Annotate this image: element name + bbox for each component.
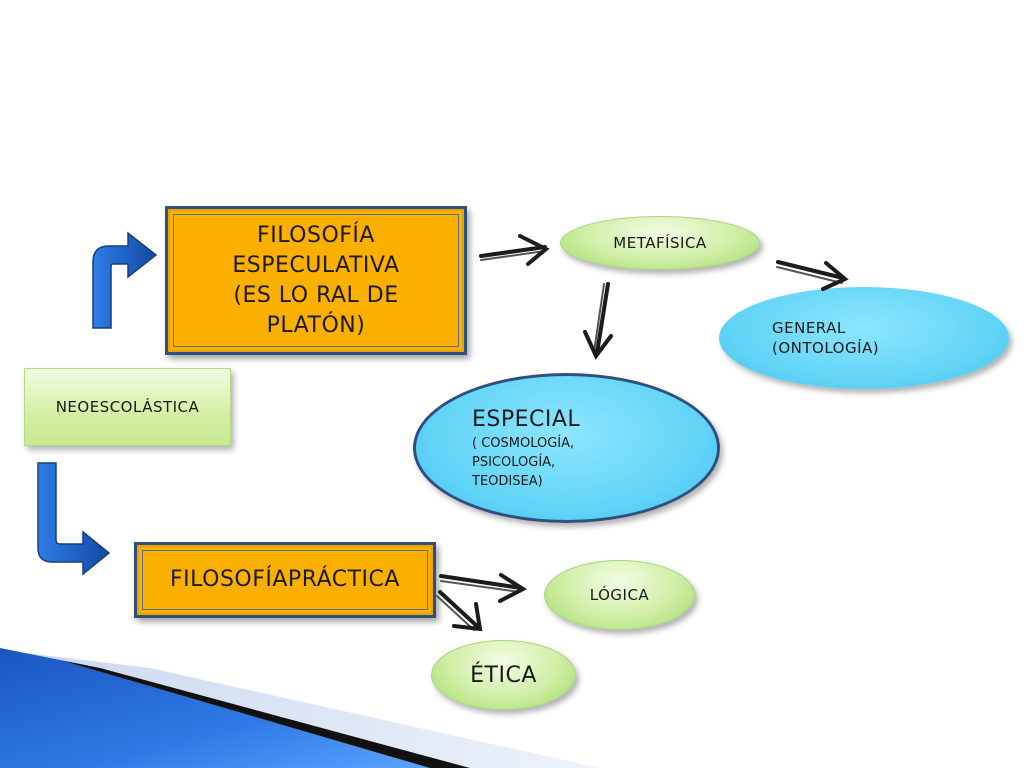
general-line-1: GENERAL — [772, 319, 846, 337]
logica-ellipse: LÓGICA — [544, 560, 695, 630]
especial-line-3: TEODISEA) — [472, 473, 543, 489]
especial-line-2: PSICOLOGÍA, — [472, 454, 556, 470]
arrow-especulativa-to-metafisica — [479, 234, 550, 266]
bent-arrow-up-right — [92, 231, 158, 329]
especial-line-1: ( COSMOLOGÍA, — [472, 435, 575, 451]
bent-arrow-down-right — [37, 462, 111, 576]
especulativa-line-4: PLATÓN) — [266, 312, 366, 338]
practica-label: FILOSOFÍAPRÁCTICA — [170, 567, 400, 592]
etica-ellipse: ÉTICA — [431, 640, 576, 710]
etica-label: ÉTICA — [470, 662, 537, 688]
general-line-2: (ONTOLOGÍA) — [772, 339, 880, 357]
filosofia-practica-box: FILOSOFÍAPRÁCTICA — [134, 542, 436, 618]
especulativa-line-3: (ES LO RAL DE — [233, 282, 399, 308]
general-ellipse: GENERAL (ONTOLOGÍA) — [719, 287, 1009, 389]
neoescolastica-node: NEOESCOLÁSTICA — [24, 368, 231, 446]
especulativa-line-2: ESPECULATIVA — [232, 252, 400, 278]
logica-label: LÓGICA — [589, 586, 650, 604]
especial-ellipse: ESPECIAL ( COSMOLOGÍA, PSICOLOGÍA, TEODI… — [413, 373, 720, 523]
arrow-metafisica-to-especial — [583, 282, 613, 360]
neoescolastica-label: NEOESCOLÁSTICA — [55, 398, 200, 416]
filosofia-especulativa-box: FILOSOFÍA ESPECULATIVA (ES LO RAL DE PLA… — [165, 206, 467, 355]
especulativa-line-1: FILOSOFÍA — [257, 222, 375, 248]
arrow-practica-to-logica — [439, 573, 527, 603]
especial-title: ESPECIAL — [472, 406, 581, 432]
metafisica-ellipse: METAFÍSICA — [560, 216, 760, 270]
metafisica-label: METAFÍSICA — [613, 234, 707, 252]
arrow-metafisica-to-general — [776, 260, 849, 291]
arrow-practica-to-etica — [436, 590, 483, 632]
